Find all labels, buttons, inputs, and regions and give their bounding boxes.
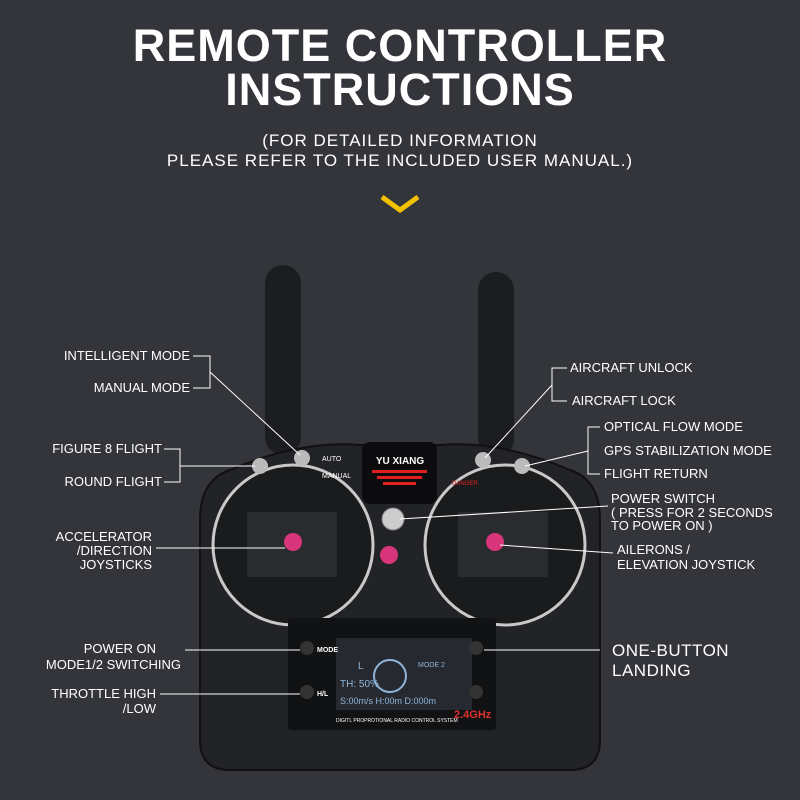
lcd-screen xyxy=(336,638,472,710)
label-optical-flow: OPTICAL FLOW MODE xyxy=(604,419,743,434)
label-accel-3: JOYSTICKS xyxy=(79,557,152,572)
screen-telemetry: S:00m/s H:00m D:000m xyxy=(340,696,437,706)
hl-button-label: H/L xyxy=(317,691,329,698)
danger-label: DANGER xyxy=(452,481,478,487)
band-label: 2.4GHz xyxy=(454,709,492,721)
label-ailerons-2: ELEVATION JOYSTICK xyxy=(617,557,756,572)
screen-throttle: TH: 50% xyxy=(340,679,379,690)
label-landing-1: ONE-BUTTON xyxy=(612,641,730,660)
label-accel-1: ACCELERATOR xyxy=(55,529,152,544)
label-power-switch-1: POWER SWITCH xyxy=(611,491,715,506)
right-antenna xyxy=(478,272,514,457)
switch-auto-label: AUTO xyxy=(322,456,342,463)
label-power-on-2: MODE1/2 SWITCHING xyxy=(45,657,181,672)
subtitle-line1: (FOR DETAILED INFORMATION xyxy=(262,131,538,150)
label-power-on-1: POWER ON xyxy=(83,641,156,656)
label-power-switch-3: TO POWER ON ) xyxy=(611,518,713,533)
label-flight-return: FLIGHT RETURN xyxy=(604,466,708,481)
label-ailerons-1: AILERONS / xyxy=(617,542,690,557)
label-aircraft-unlock: AIRCRAFT UNLOCK xyxy=(570,360,693,375)
label-power-switch-2: ( PRESS FOR 2 SECONDS xyxy=(611,505,773,520)
label-aircraft-lock: AIRCRAFT LOCK xyxy=(572,393,676,408)
label-throttle-1: THROTTLE HIGH xyxy=(51,686,156,701)
screen-footer: DIGITL PROPROTIONAL RADIO CONTROL SYSTEM xyxy=(336,718,458,724)
label-round: ROUND FLIGHT xyxy=(64,474,163,489)
label-accel-2: /DIRECTION xyxy=(76,543,152,558)
screen-mode: MODE 2 xyxy=(418,662,445,669)
brand-logo-text: YU XIANG xyxy=(375,456,425,467)
switch-manual-label: MANUAL xyxy=(322,473,352,480)
page-title-line1: REMOTE CONTROLLER xyxy=(132,20,668,71)
screen-l: L xyxy=(358,661,364,672)
label-gps: GPS STABILIZATION MODE xyxy=(604,443,772,458)
label-figure8: FIGURE 8 FLIGHT xyxy=(52,441,162,456)
label-landing-2: LANDING xyxy=(612,661,692,680)
right-joystick xyxy=(486,533,504,551)
subtitle-line2: PLEASE REFER TO THE INCLUDED USER MANUAL… xyxy=(166,151,634,170)
page-title-line2: INSTRUCTIONS xyxy=(225,64,575,115)
label-manual-mode: MANUAL MODE xyxy=(93,380,190,395)
left-antenna xyxy=(265,265,301,455)
label-intelligent-mode: INTELLIGENT MODE xyxy=(63,348,190,363)
chevron-down-icon xyxy=(380,194,420,214)
label-throttle-2: /LOW xyxy=(122,701,156,716)
pink-button xyxy=(380,546,398,564)
left-joystick xyxy=(284,533,302,551)
mode-button-label: MODE xyxy=(317,647,338,654)
